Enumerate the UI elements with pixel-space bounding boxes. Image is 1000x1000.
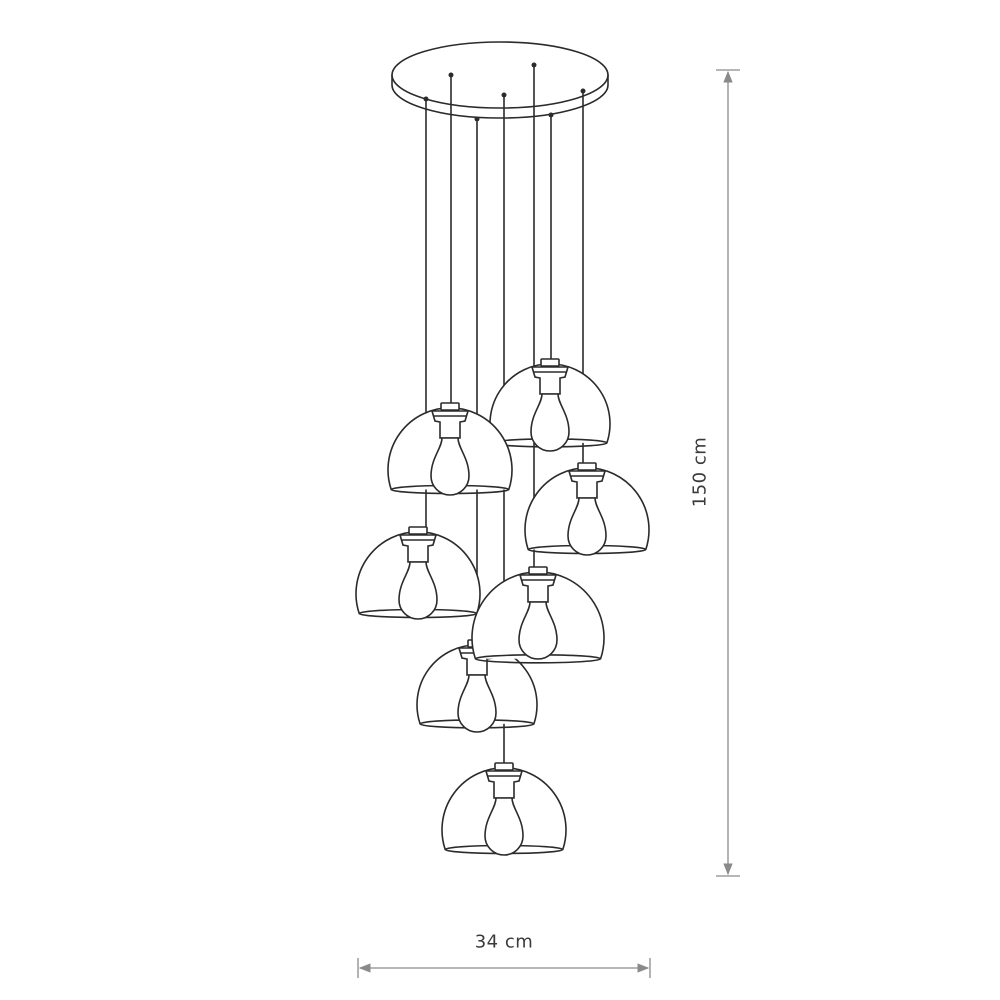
width-dimension-label: 34 cm: [474, 931, 534, 953]
cable-end-caps: [423, 62, 586, 122]
globe-center: [471, 566, 605, 664]
width-dimension-line: [357, 958, 651, 978]
globe-middle-left: [355, 526, 481, 620]
height-dimension-label: 150 cm: [689, 436, 711, 508]
ceiling-canopy: [391, 41, 609, 119]
pendant-globes: [355, 358, 650, 856]
height-dimension-line: [716, 69, 740, 877]
globe-bottom: [441, 762, 567, 856]
globe-upper-left: [387, 402, 513, 496]
globe-back-right: [489, 358, 611, 452]
globe-lower-left: [416, 639, 538, 733]
globe-middle-right: [524, 462, 650, 556]
